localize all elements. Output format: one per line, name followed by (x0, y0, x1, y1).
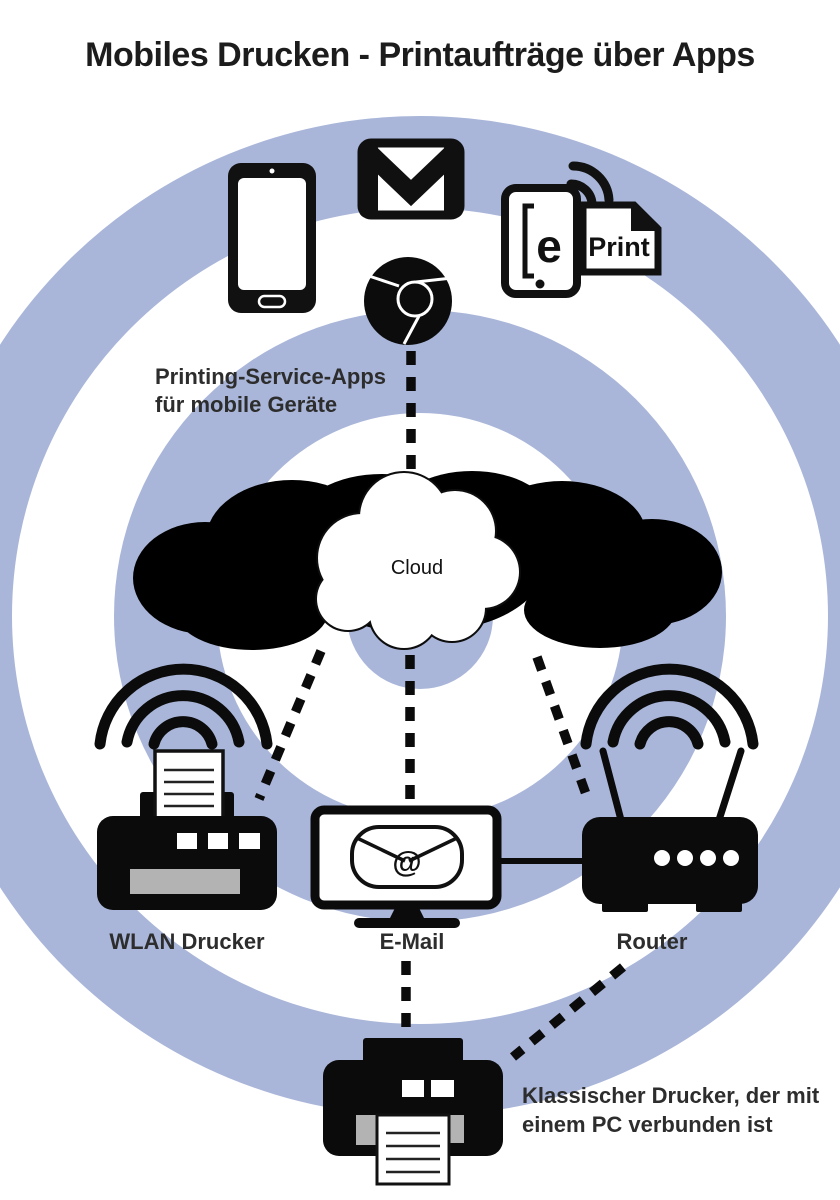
apps-label-line2: für mobile Geräte (155, 392, 338, 417)
dashed-line-router-to-classic-printer (509, 963, 627, 1061)
router-antenna-right (715, 747, 745, 824)
monitor-email-icon: @ (310, 805, 502, 928)
monitor-stand (354, 918, 460, 928)
chrome-icon (364, 257, 453, 345)
smartphone-icon (228, 163, 316, 313)
wlan-printer-paper (153, 749, 225, 820)
wlan-printer-buttons (177, 833, 260, 849)
router-led-dots (654, 850, 739, 866)
eprint-icon: e Print (501, 161, 662, 298)
classic-printer-label: Klassischer Drucker, der mit einem PC ve… (522, 1081, 819, 1139)
eprint-print-label: Print (588, 232, 650, 262)
wlan-printer-label: WLAN Drucker (109, 929, 265, 954)
gmail-m-glyph (359, 143, 463, 207)
phone-home-button (257, 294, 287, 309)
cloud-white-fill (317, 473, 519, 648)
classic-printer-buttons (402, 1080, 454, 1097)
eprint-wifi-waves-icon (566, 161, 614, 208)
router-label: Router (616, 929, 688, 954)
classic-printer-paper (375, 1113, 451, 1186)
wlan-printer-icon (94, 663, 277, 910)
classic-printer-label-line1: Klassischer Drucker, der mit (522, 1083, 820, 1108)
wlan-printer-tray (130, 869, 240, 894)
router-body (582, 817, 758, 904)
classic-printer-label-line2: einem PC verbunden ist (522, 1112, 773, 1137)
cloud-icon: Cloud (133, 471, 722, 650)
eprint-document-fold (631, 203, 660, 231)
phone-camera-dot (269, 168, 275, 174)
eprint-e-label: e (536, 220, 562, 272)
cloud-label: Cloud (391, 557, 443, 579)
apps-label: Printing-Service-Apps für mobile Geräte (155, 363, 386, 419)
router-antenna-left (599, 747, 625, 824)
email-at-symbol: @ (392, 846, 421, 879)
router-icon (580, 663, 759, 912)
wlan-printer-body (97, 816, 277, 910)
wlan-wifi-waves-icon (94, 663, 273, 750)
router-wifi-waves-icon (580, 663, 759, 750)
email-envelope (350, 825, 464, 889)
email-label: E-Mail (379, 929, 445, 954)
apps-label-line1: Printing-Service-Apps (155, 364, 387, 389)
dashed-line-cloud-to-wlan-printer (254, 649, 326, 801)
classic-printer-icon (323, 1038, 503, 1186)
page-title: Mobiles Drucken - Printaufträge über App… (85, 36, 755, 74)
gmail-icon (357, 138, 465, 220)
